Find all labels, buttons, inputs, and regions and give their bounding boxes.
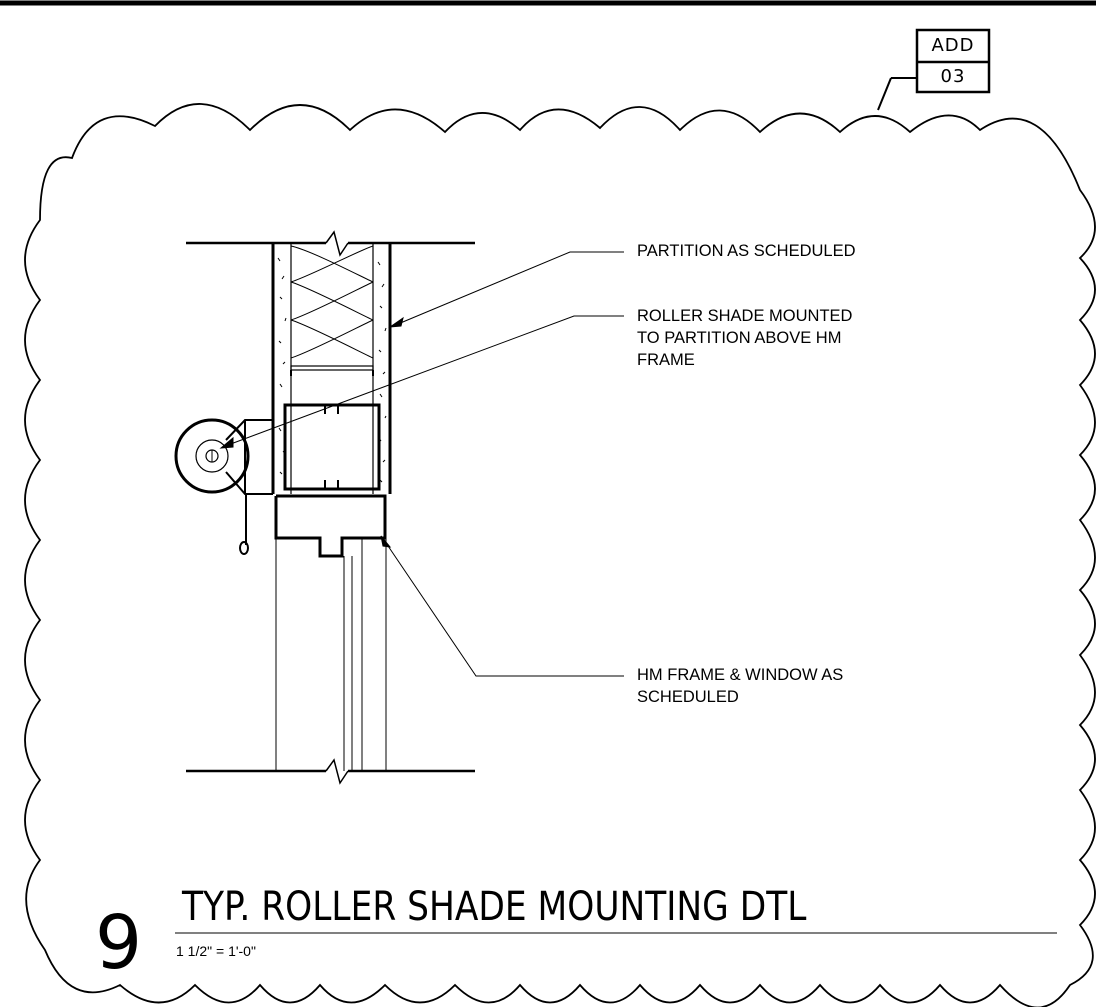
- floor-line: [186, 758, 475, 785]
- note-hm-frame: HM FRAME & WINDOW AS SCHEDULED: [637, 664, 843, 708]
- detail-scale: 1 1/2" = 1'-0": [176, 943, 256, 959]
- note-hm-frame-line: HM FRAME & WINDOW AS: [637, 666, 844, 684]
- partition: [271, 243, 392, 494]
- revision-tag: [877, 28, 991, 111]
- note-partition: PARTITION AS SCHEDULED: [637, 240, 856, 262]
- note-partition-line: PARTITION AS SCHEDULED: [637, 242, 856, 260]
- revision-tag-bottom: 03: [940, 66, 966, 87]
- revision-tag-top: ADD: [931, 35, 975, 56]
- leader-hm-frame: [380, 535, 624, 677]
- leader-partition: [388, 251, 624, 328]
- note-roller-shade-line: TO PARTITION ABOVE HM: [637, 329, 842, 347]
- revision-cloud: [24, 103, 1096, 1007]
- note-hm-frame-line: SCHEDULED: [637, 688, 739, 706]
- detail-number: 9: [95, 900, 143, 986]
- detail-title: TYP. ROLLER SHADE MOUNTING DTL: [182, 884, 807, 930]
- ceiling-line: [186, 230, 475, 257]
- note-roller-shade-line: ROLLER SHADE MOUNTED: [637, 307, 853, 325]
- roller-shade: [174, 418, 273, 555]
- note-roller-shade: ROLLER SHADE MOUNTED TO PARTITION ABOVE …: [637, 305, 852, 371]
- note-roller-shade-line: FRAME: [637, 351, 695, 369]
- leader-roller-shade: [219, 315, 624, 449]
- hm-frame: [274, 494, 387, 771]
